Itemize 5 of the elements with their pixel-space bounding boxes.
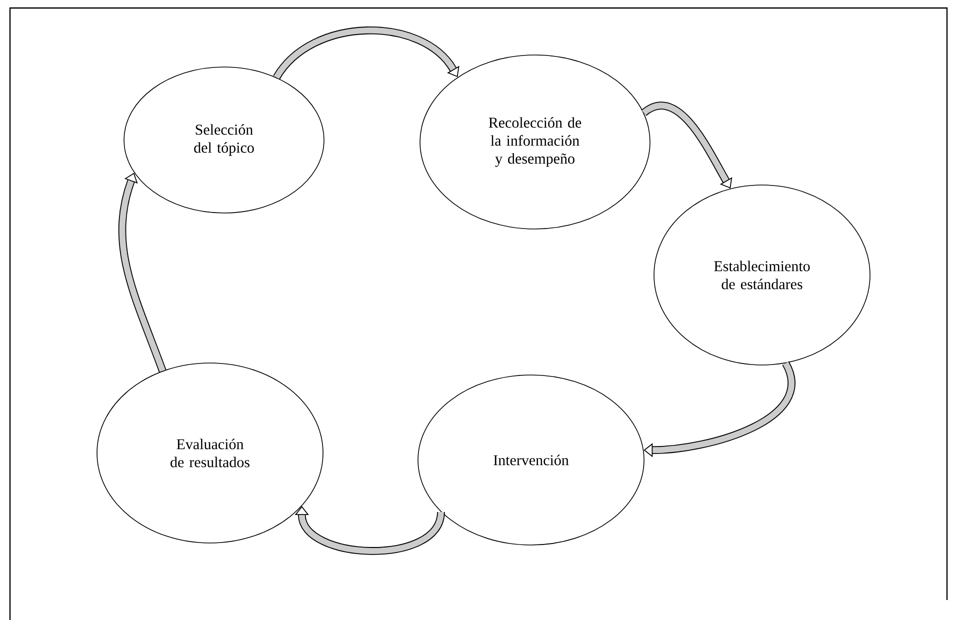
curved-arrow xyxy=(273,26,460,80)
curved-arrow xyxy=(642,102,732,188)
curved-arrow xyxy=(644,362,795,458)
curved-arrow xyxy=(294,506,445,555)
curved-arrow xyxy=(118,172,166,372)
